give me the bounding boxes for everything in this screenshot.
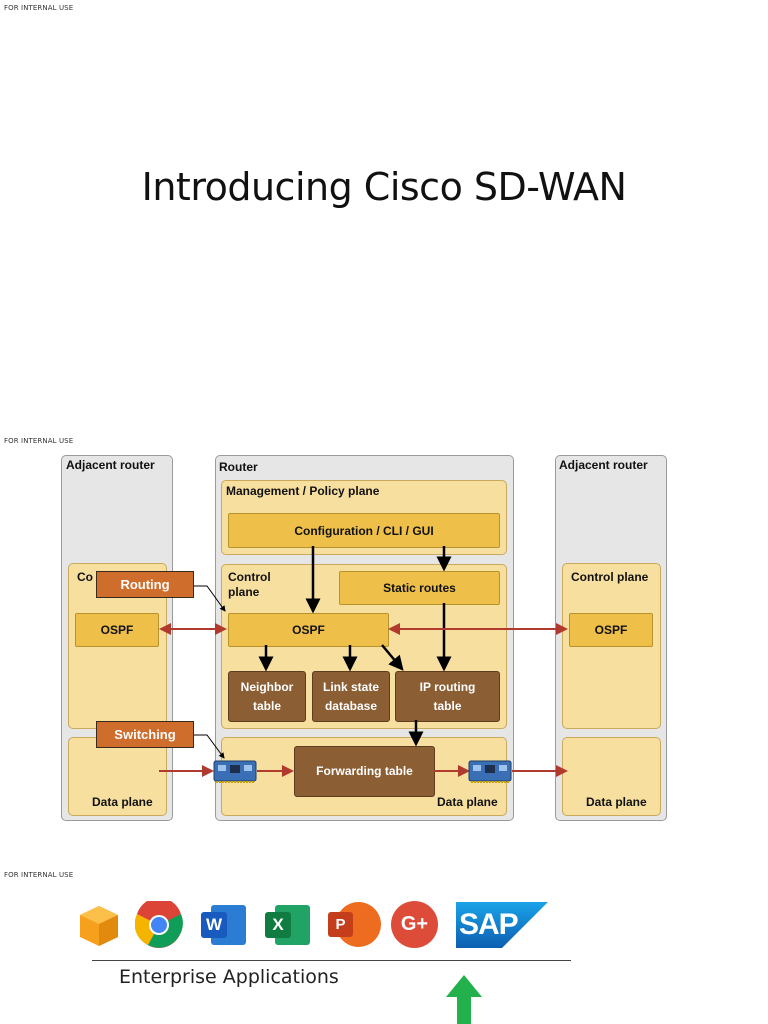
left-router-title: Adjacent router [66,458,155,472]
management-plane-label: Management / Policy plane [226,484,380,498]
right-data-plane-label: Data plane [586,795,647,809]
static-routes-box: Static routes [339,571,500,605]
apps-divider [92,960,571,961]
routing-label: Routing [96,571,194,598]
right-nic-icon [468,760,512,783]
slide-title: Introducing Cisco SD-WAN [141,165,627,209]
enterprise-applications-label: Enterprise Applications [119,966,339,988]
excel-icon: X [265,905,310,945]
aws-icon [80,906,118,946]
left-ospf-box: OSPF [75,613,159,647]
left-control-plane-label: Co [77,570,93,584]
switching-label: Switching [96,721,194,748]
sap-icon: SAP [456,902,548,948]
chrome-icon [135,901,183,948]
up-arrow-icon [446,975,482,1024]
right-ospf-box: OSPF [569,613,653,647]
internal-use-tag: FOR INTERNAL USE [4,871,74,879]
internal-use-tag: FOR INTERNAL USE [4,437,74,445]
left-nic-icon [213,760,257,783]
left-data-plane-label: Data plane [92,795,153,809]
internal-use-tag: FOR INTERNAL USE [4,4,74,12]
powerpoint-icon: P [328,902,382,947]
google-plus-icon: G+ [391,901,438,948]
center-data-plane-label: Data plane [437,795,498,809]
right-control-plane-label: Control plane [571,570,649,584]
config-cli-gui-box: Configuration / CLI / GUI [228,513,500,548]
ospf-to-iprouting-arrow [381,644,404,671]
forwarding-table-box: Forwarding table [294,746,435,797]
switching-callout-line [193,734,225,759]
word-icon: W [201,905,246,945]
right-router-title: Adjacent router [559,458,648,472]
routing-callout-line [193,585,226,612]
center-ospf-box: OSPF [228,613,389,647]
center-router-title: Router [219,460,258,474]
